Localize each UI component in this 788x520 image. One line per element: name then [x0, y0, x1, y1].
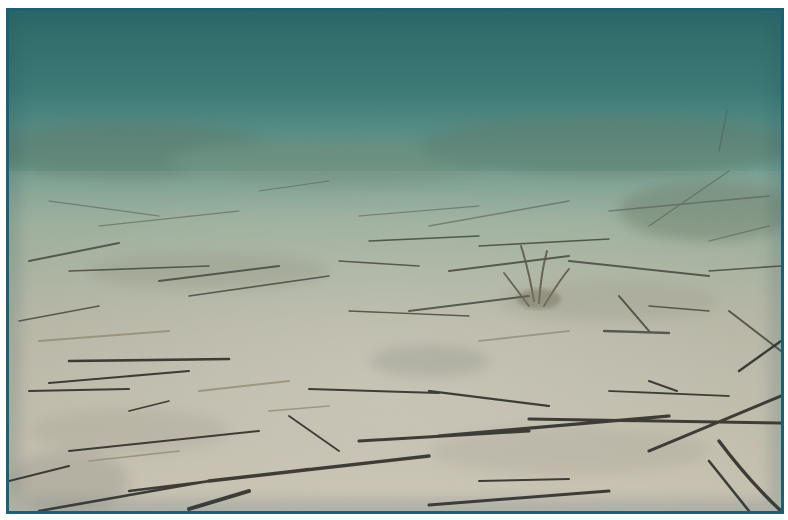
near-seagrass	[9, 339, 781, 511]
seabed-photo	[9, 11, 781, 511]
far-seagrass	[48, 110, 770, 242]
grain-overlay	[9, 171, 781, 511]
pale-blades	[38, 330, 570, 462]
photo-frame	[6, 8, 784, 514]
mid-seagrass	[18, 235, 781, 352]
grass-tuft	[503, 245, 570, 309]
